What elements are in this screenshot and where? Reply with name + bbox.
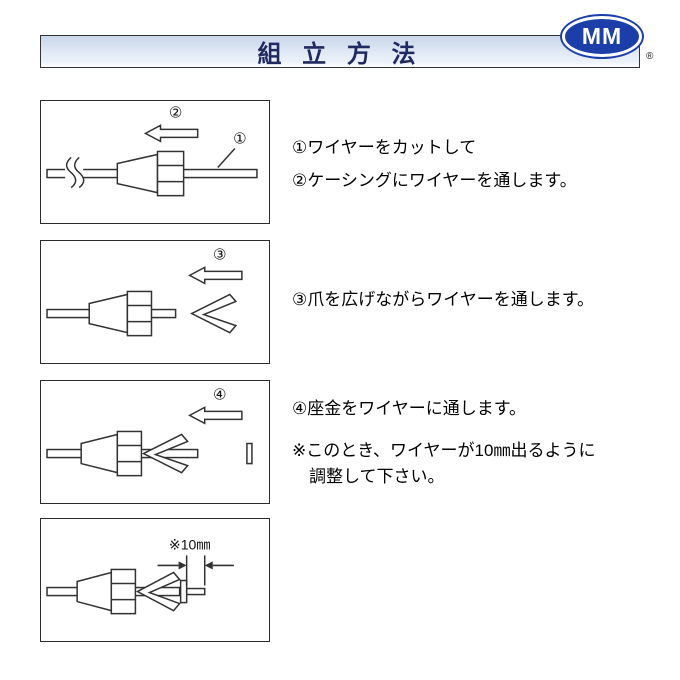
dimension-arrowhead xyxy=(204,561,213,570)
step4-diagram: ※10㎜ xyxy=(46,536,234,615)
panel-step3: ④ xyxy=(40,380,270,504)
dimension-label: ※10㎜ xyxy=(169,536,210,552)
instruction-line: ③爪を広げながらワイヤーを通します。 xyxy=(292,290,595,309)
hex-nut xyxy=(126,290,153,337)
panel-step2: ③ xyxy=(40,240,270,364)
instruction-line: ②ケーシングにワイヤーを通します。 xyxy=(292,171,577,190)
claw-piece xyxy=(135,571,181,612)
step2-instructions: ③爪を広げながらワイヤーを通します。 xyxy=(292,283,594,316)
note-line: 調整して下さい。 xyxy=(309,467,445,486)
circled-number-label: ② xyxy=(169,103,183,121)
washer xyxy=(246,442,253,465)
title-bar: 組 立 方 法 xyxy=(40,35,640,68)
step3-diagram: ④ xyxy=(46,385,253,477)
step2-diagram: ③ xyxy=(46,245,243,337)
casing-cone xyxy=(116,153,159,194)
leader-line xyxy=(217,147,236,169)
claw-piece xyxy=(189,293,238,334)
step1-instructions: ①ワイヤーをカットして ②ケーシングにワイヤーを通します。 xyxy=(292,131,577,197)
circled-number-label: ① xyxy=(233,129,247,147)
circled-number-label: ③ xyxy=(213,245,227,263)
step3-note: ※このとき、ワイヤーが10㎜出るように 調整して下さい。 xyxy=(292,438,595,490)
left-arrow-icon xyxy=(188,406,243,425)
casing-cone xyxy=(76,571,113,612)
wire-tip xyxy=(185,587,206,596)
instruction-line: ①ワイヤーをカットして xyxy=(292,138,477,157)
left-arrow-icon xyxy=(188,266,243,285)
mm-logo-text: MM xyxy=(581,23,623,49)
panel-step4: ※10㎜ xyxy=(40,518,270,642)
instruction-line: ④座金をワイヤーに通します。 xyxy=(292,399,527,418)
break-mark xyxy=(65,156,77,189)
washer xyxy=(179,579,188,604)
casing-cone xyxy=(88,293,129,334)
hex-nut xyxy=(116,430,143,477)
break-mark xyxy=(73,156,85,189)
hex-nut xyxy=(110,568,137,615)
step3-instructions: ④座金をワイヤーに通します。 ※このとき、ワイヤーが10㎜出るように 調整して下… xyxy=(292,392,595,490)
circled-number-label: ④ xyxy=(213,385,227,403)
note-line: ※このとき、ワイヤーが10㎜出るように xyxy=(292,441,596,460)
casing-cone xyxy=(80,433,119,474)
step1-diagram: ② ① xyxy=(46,103,258,197)
page-title: 組 立 方 法 xyxy=(257,41,423,68)
panel-step1: ② ① xyxy=(40,100,270,224)
hex-nut xyxy=(156,150,185,197)
left-arrow-icon xyxy=(143,124,199,143)
registered-trademark: ® xyxy=(646,51,654,62)
dimension-arrowhead xyxy=(178,561,187,570)
claw-piece xyxy=(141,433,189,474)
mm-logo: MM xyxy=(562,16,642,57)
